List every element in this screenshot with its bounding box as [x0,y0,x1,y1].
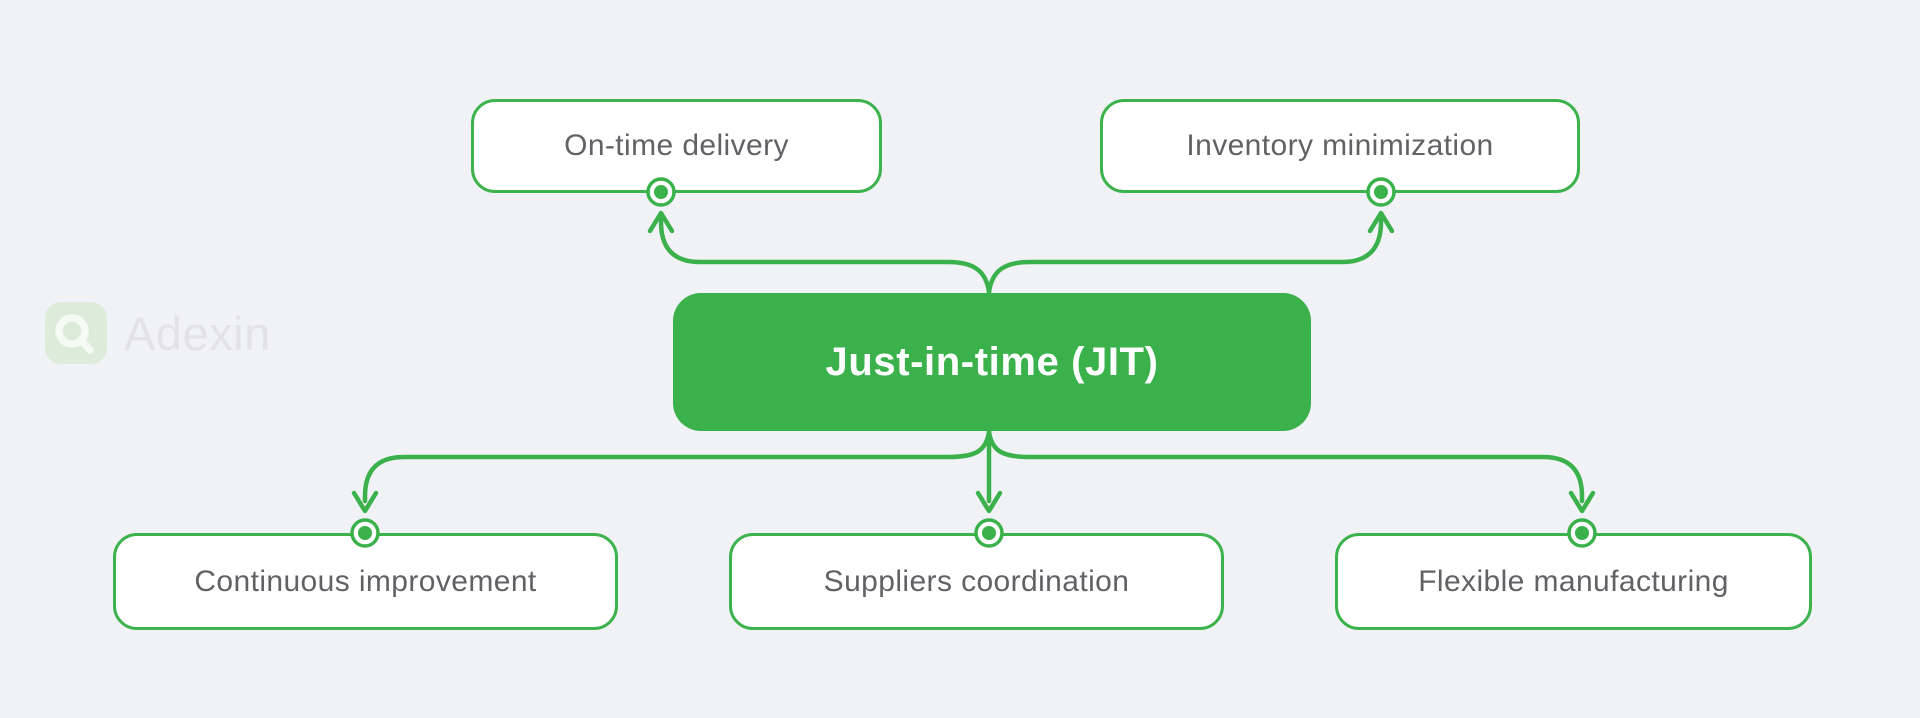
node-label: Suppliers coordination [823,564,1130,598]
edge-center-to-on-time-delivery [658,215,992,295]
node-flexible-manufacturing: Flexible manufacturing [1335,533,1812,630]
edge-center-to-inventory-minimization [986,215,1384,295]
arrowhead-up-icon [647,210,675,234]
arrowhead-down-icon [351,490,379,514]
arrowhead-down-icon [975,490,1003,514]
adexin-logo-glyph [55,314,94,354]
arrowhead-up-icon [1367,210,1395,234]
center-node-label: Just-in-time (JIT) [825,339,1159,384]
adexin-logo-icon [45,302,107,364]
node-label: Flexible manufacturing [1418,564,1729,598]
node-continuous-improvement: Continuous improvement [113,533,618,630]
node-inventory-minimization: Inventory minimization [1100,99,1580,193]
node-on-time-delivery: On-time delivery [471,99,882,193]
adexin-watermark-label: Adexin [124,306,271,360]
node-label: On-time delivery [564,129,789,162]
node-label: Inventory minimization [1186,129,1494,162]
edge-center-to-continuous-improvement [362,429,992,504]
adexin-watermark: Adexin [45,302,271,364]
edge-center-to-flexible-manufacturing [986,429,1585,504]
arrowhead-down-icon [1568,490,1596,514]
node-suppliers-coordination: Suppliers coordination [729,533,1224,630]
node-label: Continuous improvement [194,564,537,598]
node-just-in-time-center: Just-in-time (JIT) [673,293,1311,431]
